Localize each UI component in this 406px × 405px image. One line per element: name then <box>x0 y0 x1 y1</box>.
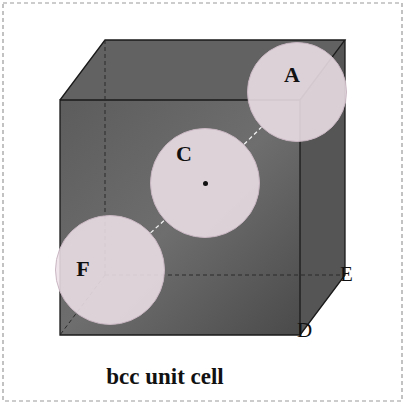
atom-label: F <box>76 258 89 280</box>
body-diagonal <box>244 127 261 144</box>
atom-label: C <box>176 143 192 165</box>
atom-circle: C <box>150 128 260 238</box>
atom-label: A <box>284 64 300 86</box>
corner-label: D <box>297 320 312 341</box>
centre-dot <box>203 181 208 186</box>
caption: bcc unit cell <box>106 365 224 388</box>
atom-circle: A <box>247 42 347 142</box>
dashed-frame <box>3 3 402 401</box>
atom-circle: F <box>55 215 165 325</box>
body-diagonal <box>151 220 165 233</box>
corner-label: E <box>340 264 353 285</box>
